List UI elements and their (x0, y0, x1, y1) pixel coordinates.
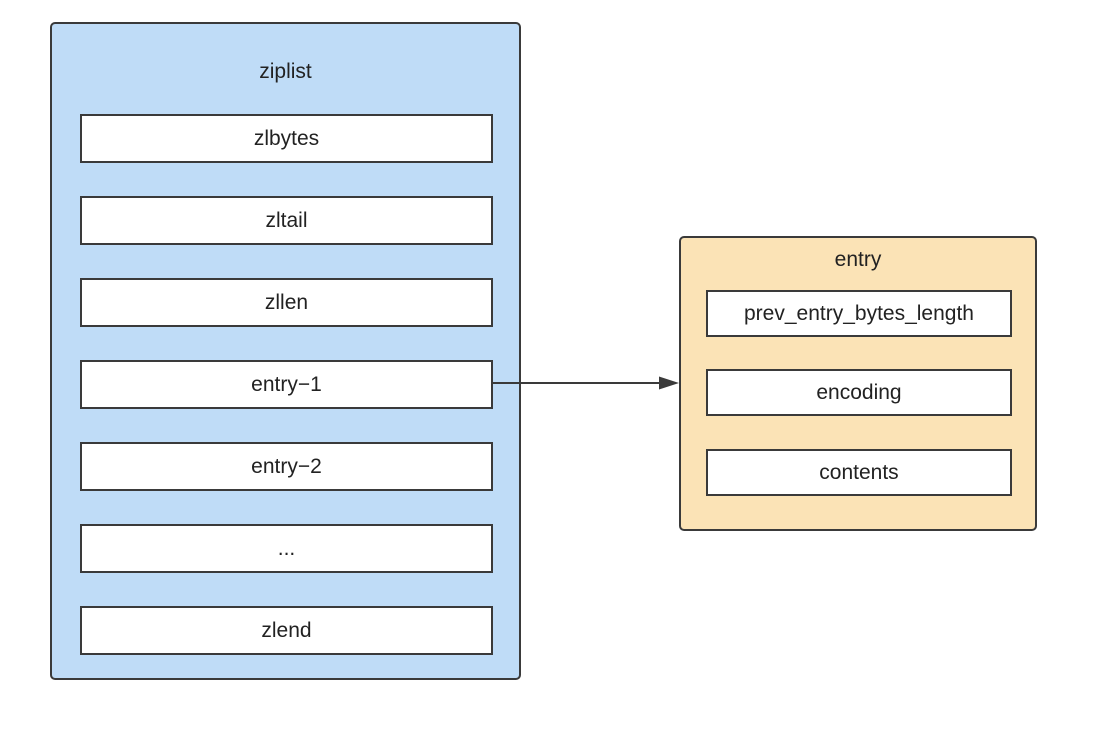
ziplist-field-ellipsis: ... (80, 524, 493, 573)
ziplist-field-zltail: zltail (80, 196, 493, 245)
entry-field-encoding: encoding (706, 369, 1012, 416)
ziplist-container: ziplist zlbytes zltail zllen entry−1 ent… (50, 22, 521, 680)
entry-title: entry (834, 248, 882, 271)
ziplist-field-zlbytes: zlbytes (80, 114, 493, 163)
ziplist-title: ziplist (259, 60, 312, 83)
ziplist-field-entry-2: entry−2 (80, 442, 493, 491)
entry-container: entry prev_entry_bytes_length encoding c… (679, 236, 1037, 531)
ziplist-field-entry-1: entry−1 (80, 360, 493, 409)
ziplist-field-zlend: zlend (80, 606, 493, 655)
connector-arrowhead (659, 376, 679, 390)
entry-field-prev-entry-bytes-length: prev_entry_bytes_length (706, 290, 1012, 337)
ziplist-field-zllen: zllen (80, 278, 493, 327)
entry-field-contents: contents (706, 449, 1012, 496)
